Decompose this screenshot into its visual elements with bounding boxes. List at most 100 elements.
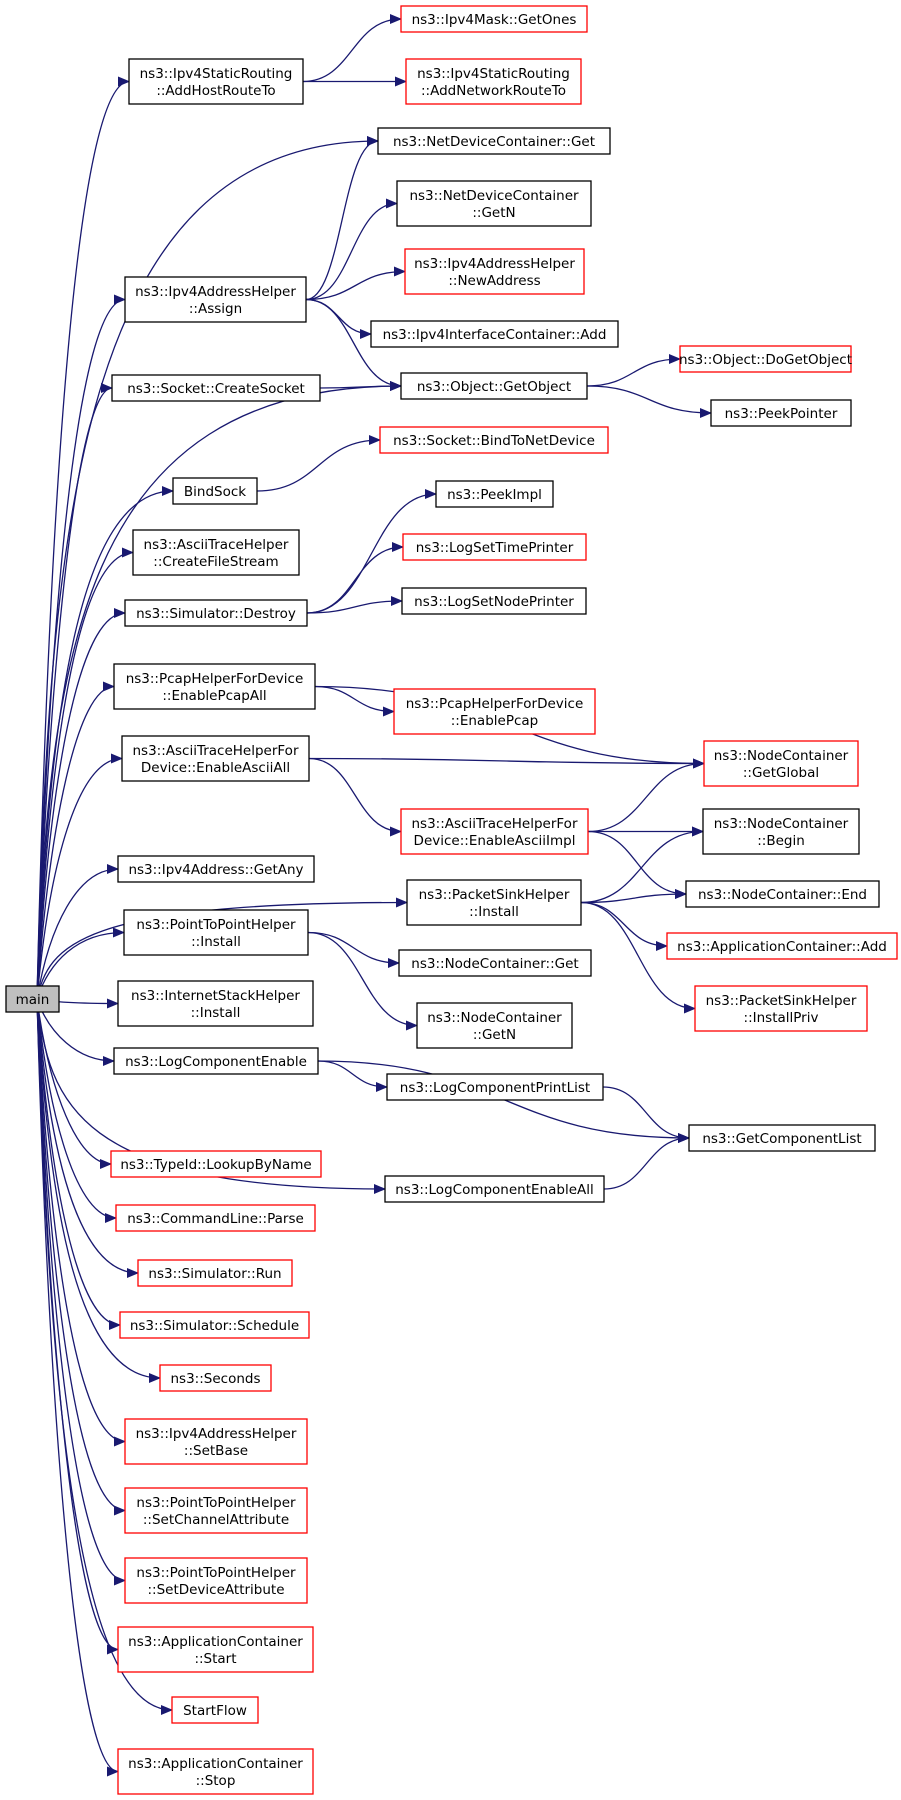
node-ncEnd[interactable]: ns3::NodeContainer::End xyxy=(685,880,880,908)
node-appStop[interactable]: ns3::ApplicationContainer::Stop xyxy=(117,1748,314,1795)
node-enablePcapAll[interactable]: ns3::PcapHelperForDevice::EnablePcapAll xyxy=(113,663,316,710)
node-label: ::Install xyxy=(469,904,519,920)
node-assign[interactable]: ns3::Ipv4AddressHelper::Assign xyxy=(124,276,307,323)
node-logComponentEnableAll[interactable]: ns3::LogComponentEnableAll xyxy=(384,1175,605,1203)
node-addNetworkRouteTo[interactable]: ns3::Ipv4StaticRouting::AddNetworkRouteT… xyxy=(405,58,582,105)
node-p2pInstall[interactable]: ns3::PointToPointHelper::Install xyxy=(123,909,309,956)
node-createFileStream[interactable]: ns3::AsciiTraceHelper::CreateFileStream xyxy=(132,529,300,576)
node-ndcGetN[interactable]: ns3::NetDeviceContainer::GetN xyxy=(396,180,592,227)
node-getComponentList[interactable]: ns3::GetComponentList xyxy=(688,1124,876,1152)
node-label: ns3::Ipv4AddressHelper xyxy=(136,1426,297,1442)
node-ncGetN[interactable]: ns3::NodeContainer::GetN xyxy=(416,1002,573,1049)
node-setBase[interactable]: ns3::Ipv4AddressHelper::SetBase xyxy=(124,1418,308,1465)
node-box xyxy=(111,374,321,402)
node-box xyxy=(115,1204,316,1232)
node-setChannelAttribute[interactable]: ns3::PointToPointHelper::SetChannelAttri… xyxy=(124,1487,308,1534)
node-simSchedule[interactable]: ns3::Simulator::Schedule xyxy=(119,1311,310,1339)
node-label: ns3::Simulator::Destroy xyxy=(136,606,296,622)
edge-main-to-setDeviceAttribute xyxy=(36,998,126,1586)
node-peekImpl[interactable]: ns3::PeekImpl xyxy=(435,480,554,508)
node-box xyxy=(124,599,308,627)
node-iicAdd[interactable]: ns3::Ipv4InterfaceContainer::Add xyxy=(370,320,619,348)
node-ncGetGlobal[interactable]: ns3::NodeContainer::GetGlobal xyxy=(703,740,859,787)
edge-assign-to-getObject xyxy=(305,298,402,391)
node-doGetObject[interactable]: ns3::Object::DoGetObject xyxy=(679,345,852,373)
node-enableAsciiAll[interactable]: ns3::AsciiTraceHelperForDevice::EnableAs… xyxy=(121,735,310,782)
node-box xyxy=(703,740,859,787)
node-logSetNodePrinter[interactable]: ns3::LogSetNodePrinter xyxy=(401,587,587,615)
node-simRun[interactable]: ns3::Simulator::Run xyxy=(137,1259,293,1287)
edge-main-to-enableAsciiAll xyxy=(36,753,123,1000)
node-label: ns3::LogComponentPrintList xyxy=(400,1080,590,1096)
node-box xyxy=(685,880,880,908)
edge-main-to-setChannelAttribute xyxy=(36,998,126,1516)
edge-main-to-simSchedule xyxy=(36,998,121,1330)
node-enableAsciiImpl[interactable]: ns3::AsciiTraceHelperForDevice::EnableAs… xyxy=(400,808,589,855)
node-label: ns3::PointToPointHelper xyxy=(136,1495,296,1511)
node-logComponentPrintList[interactable]: ns3::LogComponentPrintList xyxy=(386,1073,604,1101)
edge-getObject-to-doGetObject xyxy=(586,354,681,387)
edge-getObject-to-peekPointer xyxy=(586,385,712,418)
edge-assign-to-ndcGetN xyxy=(305,198,398,301)
node-ncBegin[interactable]: ns3::NodeContainer::Begin xyxy=(702,808,860,855)
node-label: ::CreateFileStream xyxy=(153,554,278,570)
node-box xyxy=(379,426,609,454)
node-peekPointer[interactable]: ns3::PeekPointer xyxy=(710,399,852,427)
node-setDeviceAttribute[interactable]: ns3::PointToPointHelper::SetDeviceAttrib… xyxy=(124,1557,308,1604)
node-appContAdd[interactable]: ns3::ApplicationContainer::Add xyxy=(666,932,898,960)
node-startFlow[interactable]: StartFlow xyxy=(171,1696,259,1724)
node-pshInstall[interactable]: ns3::PacketSinkHelper::Install xyxy=(406,879,582,926)
node-addHostRouteTo[interactable]: ns3::Ipv4StaticRouting::AddHostRouteTo xyxy=(128,58,304,105)
node-logSetTimePrinter[interactable]: ns3::LogSetTimePrinter xyxy=(402,533,587,561)
node-ishInstall[interactable]: ns3::InternetStackHelper::Install xyxy=(117,980,314,1027)
node-label: ::Stop xyxy=(196,1773,236,1789)
node-label: ::Install xyxy=(191,934,241,950)
node-simDestroy[interactable]: ns3::Simulator::Destroy xyxy=(124,599,308,627)
node-label: ns3::AsciiTraceHelperFor xyxy=(132,743,298,759)
node-getAny[interactable]: ns3::Ipv4Address::GetAny xyxy=(117,855,315,883)
edge-main-to-addHostRouteTo xyxy=(36,76,130,1000)
edge-main-to-seconds xyxy=(36,998,161,1383)
node-installPriv[interactable]: ns3::PacketSinkHelper::InstallPriv xyxy=(694,985,868,1032)
node-label: ns3::PcapHelperForDevice xyxy=(126,671,304,687)
node-label: ns3::LogSetTimePrinter xyxy=(416,540,574,556)
node-ndcGet[interactable]: ns3::NetDeviceContainer::Get xyxy=(377,127,611,155)
edge-pshInstall-to-appContAdd xyxy=(580,901,668,951)
node-label: ns3::Ipv4StaticRouting xyxy=(140,66,293,82)
node-lookupByName[interactable]: ns3::TypeId::LookupByName xyxy=(110,1150,322,1178)
node-box xyxy=(406,879,582,926)
node-createSocket[interactable]: ns3::Socket::CreateSocket xyxy=(111,374,321,402)
edge-main-to-startFlow xyxy=(36,998,173,1715)
edge-pshInstall-to-ncEnd xyxy=(580,889,687,904)
edge-enablePcapAll-to-enablePcap xyxy=(314,685,395,717)
node-ncGet[interactable]: ns3::NodeContainer::Get xyxy=(398,949,592,977)
edge-enableAsciiAll-to-ncGetGlobal xyxy=(308,757,705,769)
edge-main-to-pshInstall xyxy=(36,897,408,1000)
node-getOnes[interactable]: ns3::Ipv4Mask::GetOnes xyxy=(400,5,588,33)
node-label: ns3::LogComponentEnable xyxy=(125,1054,307,1070)
node-label: ns3::Socket::CreateSocket xyxy=(127,381,305,397)
node-bindSock[interactable]: BindSock xyxy=(172,477,258,505)
node-label: ns3::ApplicationContainer xyxy=(128,1756,303,1772)
node-box xyxy=(117,980,314,1027)
node-logComponentEnable[interactable]: ns3::LogComponentEnable xyxy=(113,1047,319,1075)
node-cmdParse[interactable]: ns3::CommandLine::Parse xyxy=(115,1204,316,1232)
edge-pshInstall-to-ncBegin xyxy=(580,826,704,904)
node-newAddress[interactable]: ns3::Ipv4AddressHelper::NewAddress xyxy=(404,248,585,295)
node-label: BindSock xyxy=(184,484,246,500)
node-enablePcap[interactable]: ns3::PcapHelperForDevice::EnablePcap xyxy=(393,688,596,735)
node-bindToNetDevice[interactable]: ns3::Socket::BindToNetDevice xyxy=(379,426,609,454)
node-label: ns3::PacketSinkHelper xyxy=(419,887,570,903)
node-seconds[interactable]: ns3::Seconds xyxy=(159,1364,272,1392)
node-getObject[interactable]: ns3::Object::GetObject xyxy=(400,372,588,400)
node-label: ::GetN xyxy=(473,1027,516,1043)
edge-main-to-getAny xyxy=(36,864,119,1000)
node-label: ns3::Simulator::Schedule xyxy=(130,1318,299,1334)
node-box xyxy=(128,58,304,105)
edge-assign-to-newAddress xyxy=(305,266,406,301)
node-appStart[interactable]: ns3::ApplicationContainer::Start xyxy=(117,1626,314,1673)
node-box xyxy=(377,127,611,155)
node-label: ns3::Ipv4Address::GetAny xyxy=(128,862,303,878)
node-box xyxy=(124,276,307,323)
node-box xyxy=(702,808,860,855)
